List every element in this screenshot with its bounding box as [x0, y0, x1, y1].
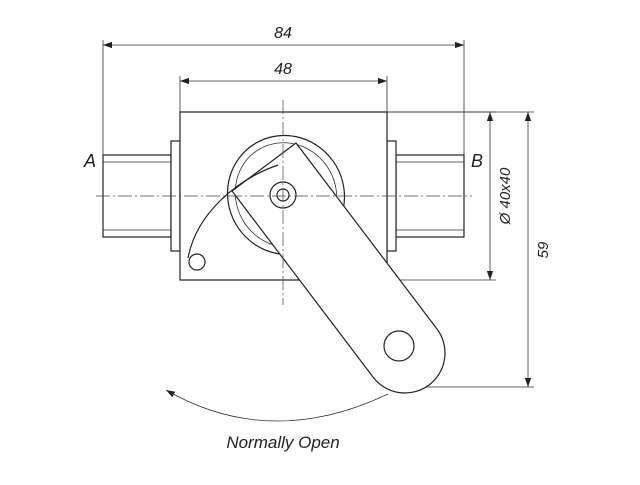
rotation-direction-arrow	[165, 389, 389, 422]
body-size-label: Ø 40x40	[497, 167, 514, 225]
height-label: 59	[535, 241, 552, 258]
port-b-label: B	[471, 151, 483, 171]
spring-arm	[187, 164, 279, 259]
body-width-label: 48	[274, 61, 292, 78]
overall-width-label: 84	[274, 25, 292, 42]
lever-arm	[231, 142, 446, 394]
body-width-dimension: 48	[179, 61, 388, 112]
caption-normally-open: Normally Open	[226, 433, 339, 452]
port-a-label: A	[83, 151, 96, 171]
spring-loop	[188, 253, 206, 271]
torsion-spring	[187, 164, 279, 271]
overall-width-dimension: 84	[102, 25, 465, 155]
lever-end-hole	[383, 330, 415, 362]
